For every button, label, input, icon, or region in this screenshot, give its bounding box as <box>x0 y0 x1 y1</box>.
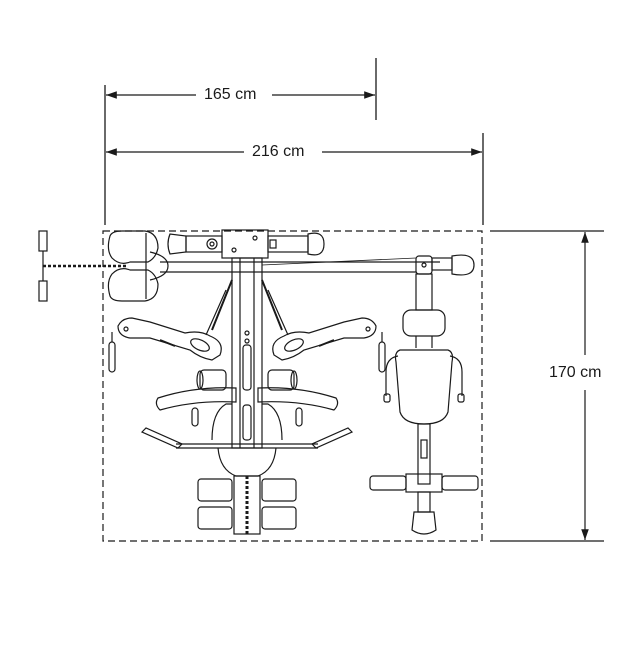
lat-pulldown-bar <box>38 230 128 302</box>
pec-fly-arms <box>108 317 386 373</box>
top-handle-bar <box>167 229 325 259</box>
dimension-216cm <box>106 133 484 225</box>
dimension-label-165: 165 cm <box>200 86 261 104</box>
footprint-boundary <box>102 230 483 542</box>
main-tower <box>205 257 289 449</box>
press-arms <box>155 387 339 441</box>
rear-station-bench <box>369 273 479 535</box>
rear-arm-beam <box>160 254 475 276</box>
upper-rollers <box>196 369 298 391</box>
leg-press-footplate <box>107 230 169 302</box>
dimension-170cm <box>490 230 604 542</box>
dimension-label-170: 170 cm <box>545 364 606 382</box>
bench-base <box>140 427 354 477</box>
dimension-165cm <box>104 58 377 225</box>
dimension-label-216: 216 cm <box>248 143 309 161</box>
leg-extension-rollers <box>197 475 297 535</box>
